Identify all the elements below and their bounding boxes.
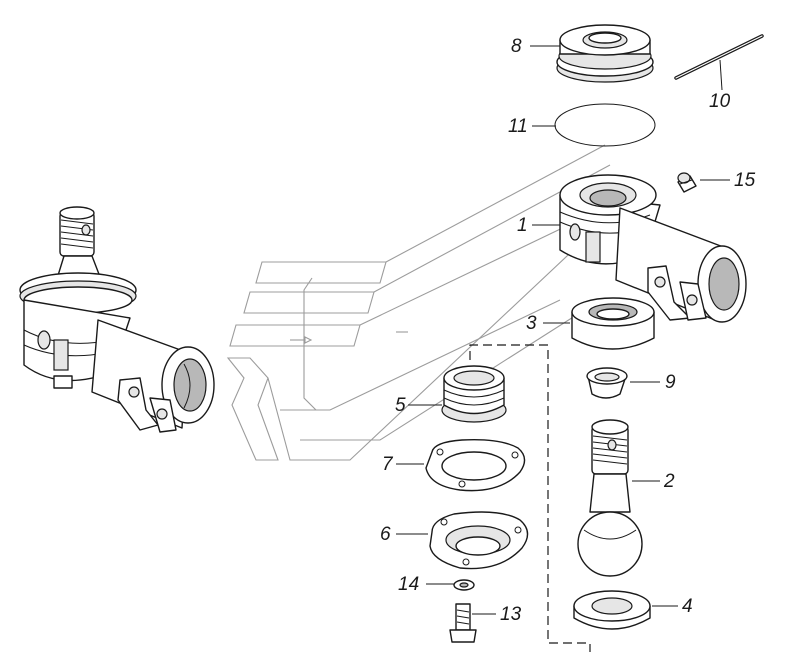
- part-11-ring: [554, 103, 656, 147]
- part-13-bolt: [449, 603, 477, 643]
- callout-3: 3: [526, 313, 537, 334]
- callout-4: 4: [682, 596, 693, 617]
- part-14-washer: [453, 579, 475, 591]
- callout-11: 11: [508, 116, 528, 137]
- part-15-grease-fitting: [677, 172, 697, 193]
- callout-15: 15: [734, 170, 756, 191]
- callout-10: 10: [709, 91, 731, 112]
- callout-13: 13: [500, 604, 522, 625]
- callout-1: 1: [517, 215, 528, 236]
- callout-7: 7: [382, 454, 393, 475]
- callout-9: 9: [665, 372, 676, 393]
- leader-lines: [396, 45, 730, 615]
- part-2-ball-stud: [577, 419, 643, 577]
- callout-2: 2: [664, 471, 675, 492]
- callout-5: 5: [395, 395, 406, 416]
- left-assembly: [19, 206, 215, 433]
- part-8-cap: [556, 24, 654, 83]
- callout-8: 8: [511, 36, 522, 57]
- part-9-seat: [586, 367, 628, 399]
- part-10-pin: [674, 34, 764, 80]
- callout-14: 14: [398, 574, 420, 595]
- part-1-housing: [559, 174, 747, 323]
- part-6-cover: [429, 511, 529, 570]
- part-5-boot: [441, 365, 507, 423]
- watermark-logo: [226, 144, 611, 461]
- part-4-ring: [573, 590, 651, 630]
- part-7-gasket: [425, 438, 526, 492]
- part-3-bushing: [571, 297, 655, 350]
- assembly-bracket: [469, 344, 591, 652]
- callout-6: 6: [380, 524, 391, 545]
